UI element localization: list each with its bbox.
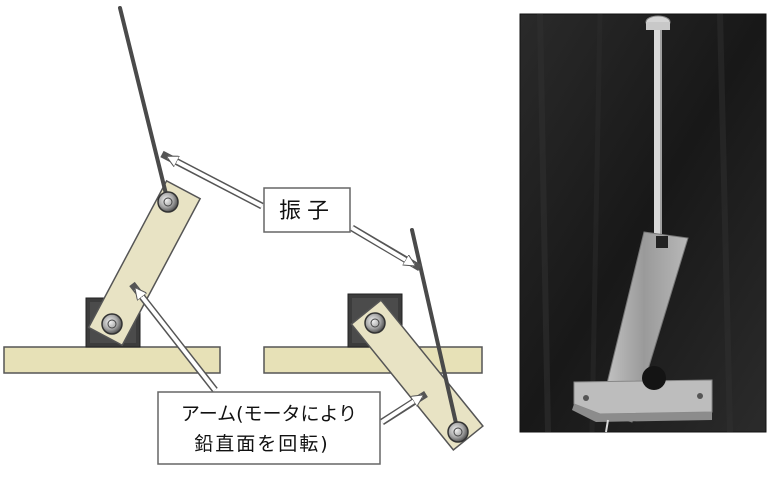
left-lower-bolt [101, 313, 123, 335]
right-upper-bolt [447, 421, 469, 443]
arm-label-line2: 鉛直面を回転) [194, 433, 329, 455]
right-configuration [263, 228, 484, 452]
apparatus-photo [519, 13, 767, 433]
left-configuration [3, 6, 221, 374]
pendulum-label: 振子 [279, 199, 335, 224]
photo-arm-plate [599, 231, 689, 423]
right-pendulum-rod [410, 228, 460, 434]
left-arm [87, 179, 202, 347]
arm-label-box: アーム(モータにより 鉛直面を回転) [157, 391, 381, 465]
left-pendulum-rod [118, 6, 170, 204]
photo-base [573, 379, 713, 415]
photo-pendulum-rod [654, 26, 662, 252]
right-arm [350, 299, 484, 452]
left-upper-bolt [157, 191, 179, 213]
pendulum-label-box: 振子 [263, 187, 351, 233]
right-lower-bolt [364, 312, 386, 334]
arm-label-line1: アーム(モータにより [181, 403, 357, 425]
callout-arrows [129, 150, 428, 425]
